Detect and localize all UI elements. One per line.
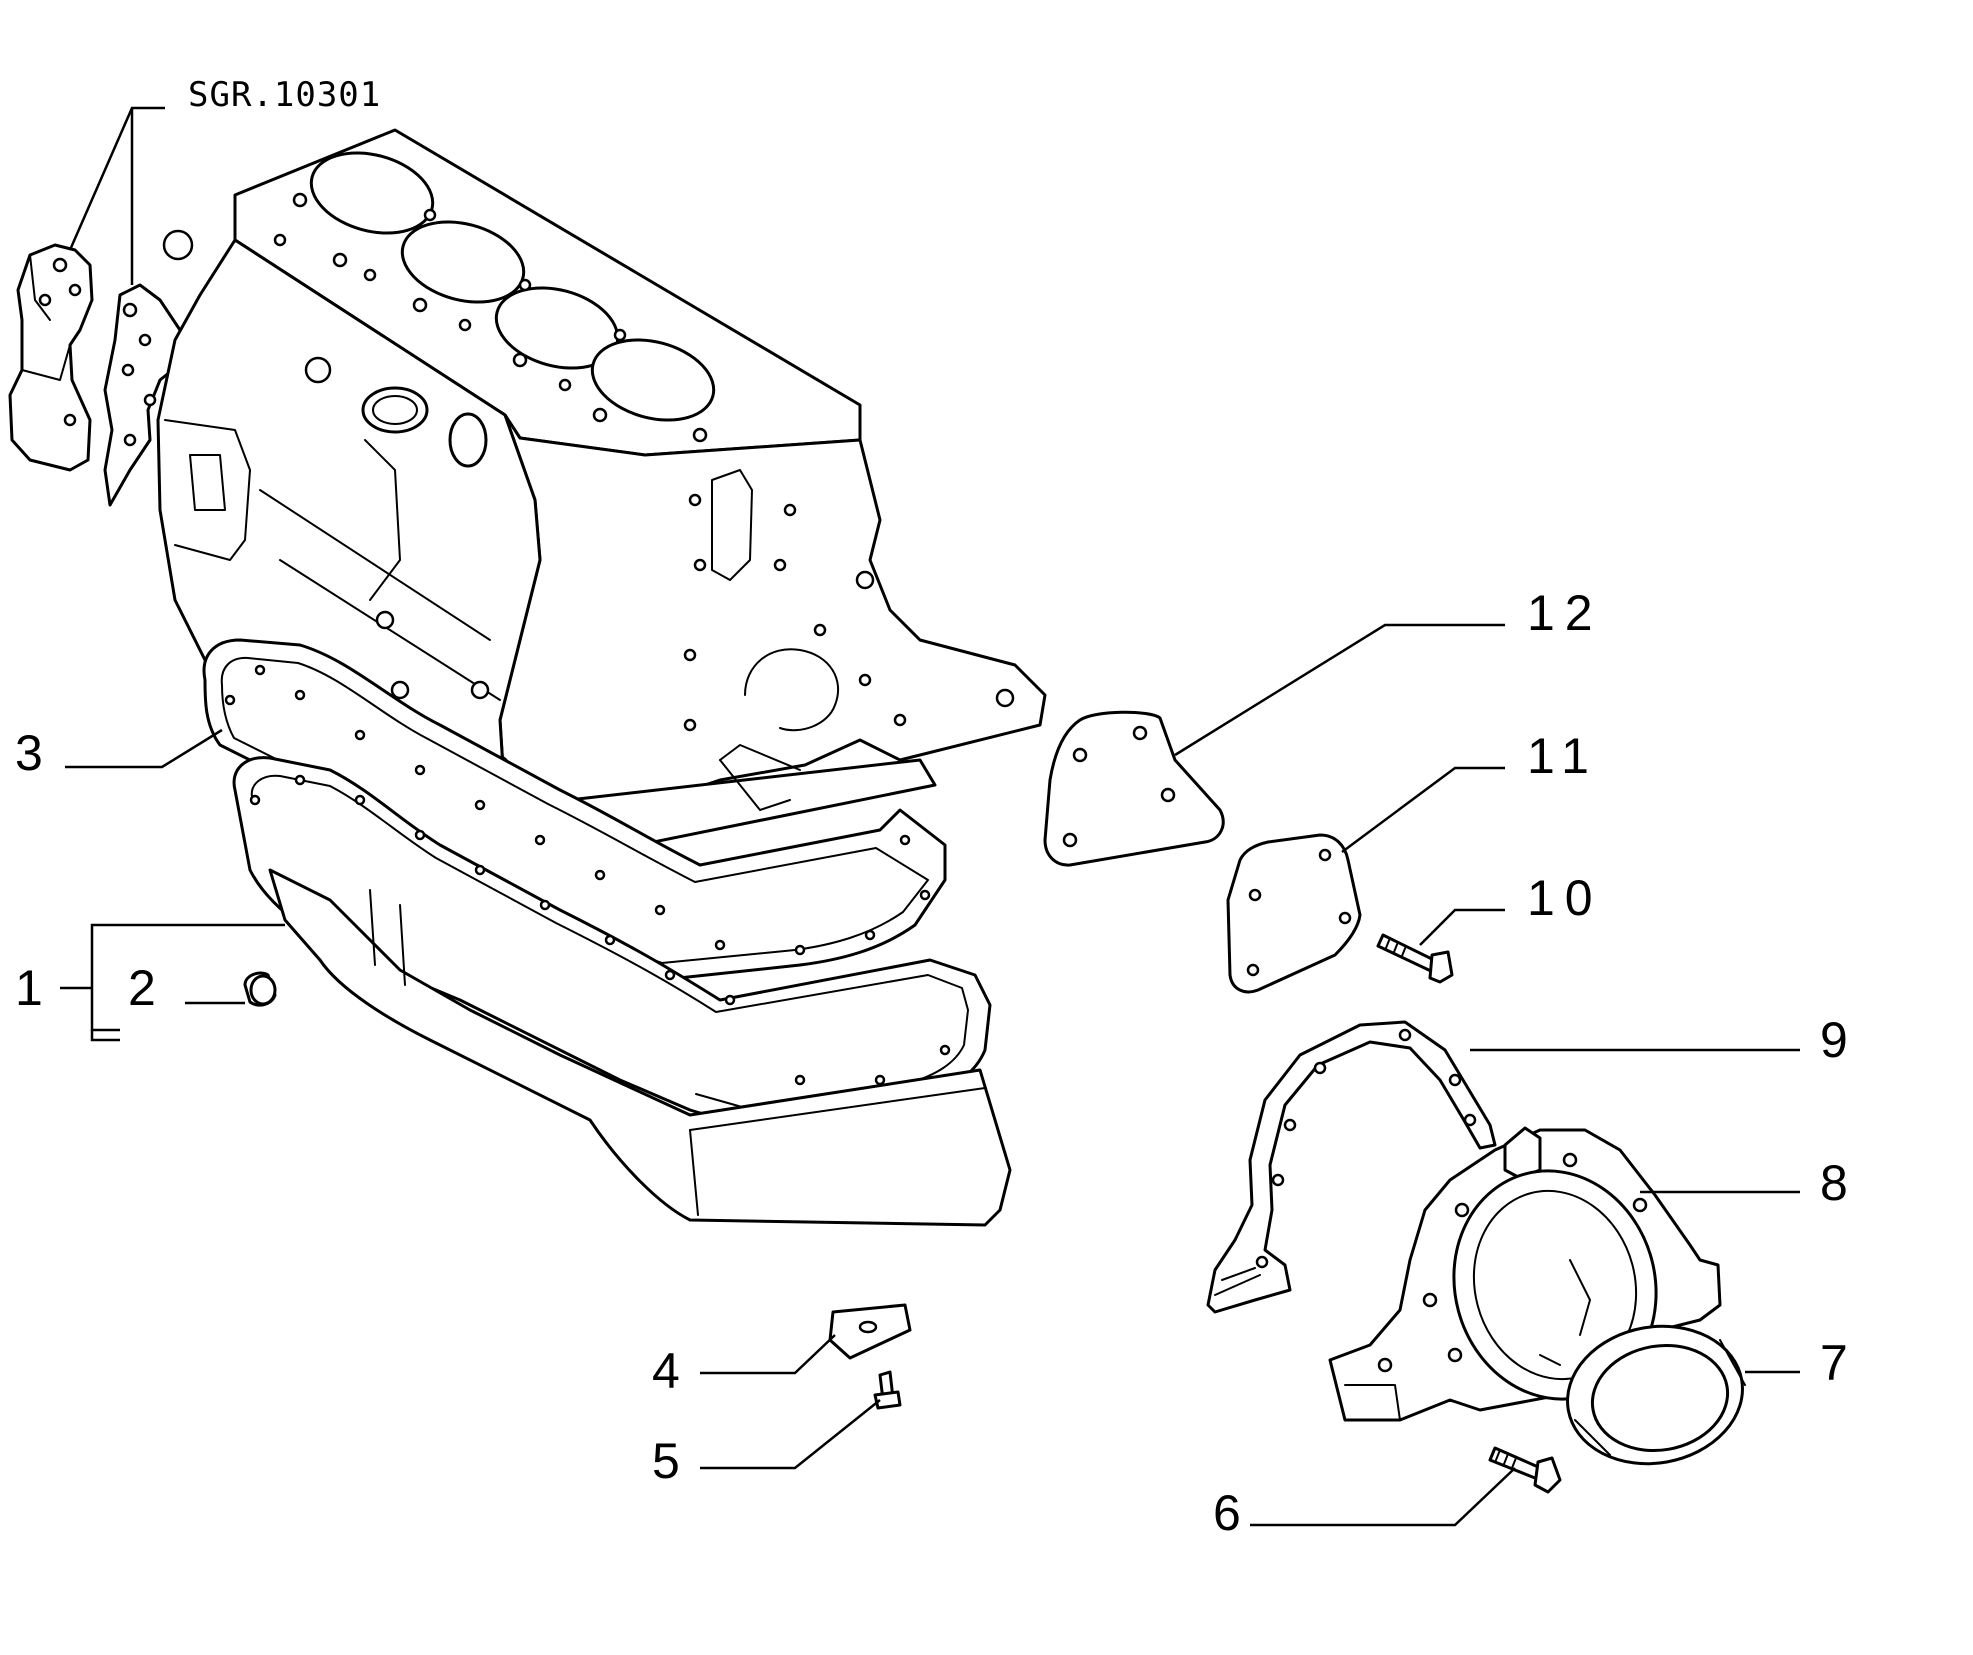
leader-12 [1174,623,1505,757]
leader-6 [1250,1467,1516,1527]
callout-10: 10 [1527,870,1603,926]
oil-seal-ring-part [1566,1324,1746,1466]
callout-9: 9 [1820,1012,1848,1068]
drain-plug-part [243,971,277,1007]
cover-plate-11-part [1226,833,1362,994]
callout-5: 5 [652,1433,680,1489]
leader-10 [1419,908,1505,946]
reference-leader [68,106,165,285]
leader-3 [65,728,223,769]
oil-pan-part [232,756,1012,1227]
callout-8: 8 [1820,1155,1848,1211]
leader-5 [700,1399,881,1470]
callout-3: 3 [15,725,43,781]
leader-1-bracket [90,923,285,1032]
side-gasket-part [103,283,187,507]
screw-5-part [873,1370,902,1410]
reference-code: SGR.10301 [188,75,381,115]
callout-1: 1 [15,960,43,1016]
leader-4 [700,1334,836,1375]
rear-seal-gasket-part [1206,1020,1497,1314]
callout-2: 2 [128,960,156,1016]
callout-4: 4 [652,1343,680,1399]
bolt-6-part [1488,1446,1562,1494]
cover-plate-12-part [1043,710,1225,867]
callout-7: 7 [1820,1335,1848,1391]
bolt-10-part [1376,933,1454,984]
timing-cover-part [8,243,94,472]
leader-lines [60,623,1800,1527]
callout-12: 12 [1527,585,1603,641]
leader-11 [1341,766,1505,854]
bracket-part [828,1303,912,1360]
callout-6: 6 [1213,1485,1241,1541]
callout-11: 11 [1527,728,1599,784]
